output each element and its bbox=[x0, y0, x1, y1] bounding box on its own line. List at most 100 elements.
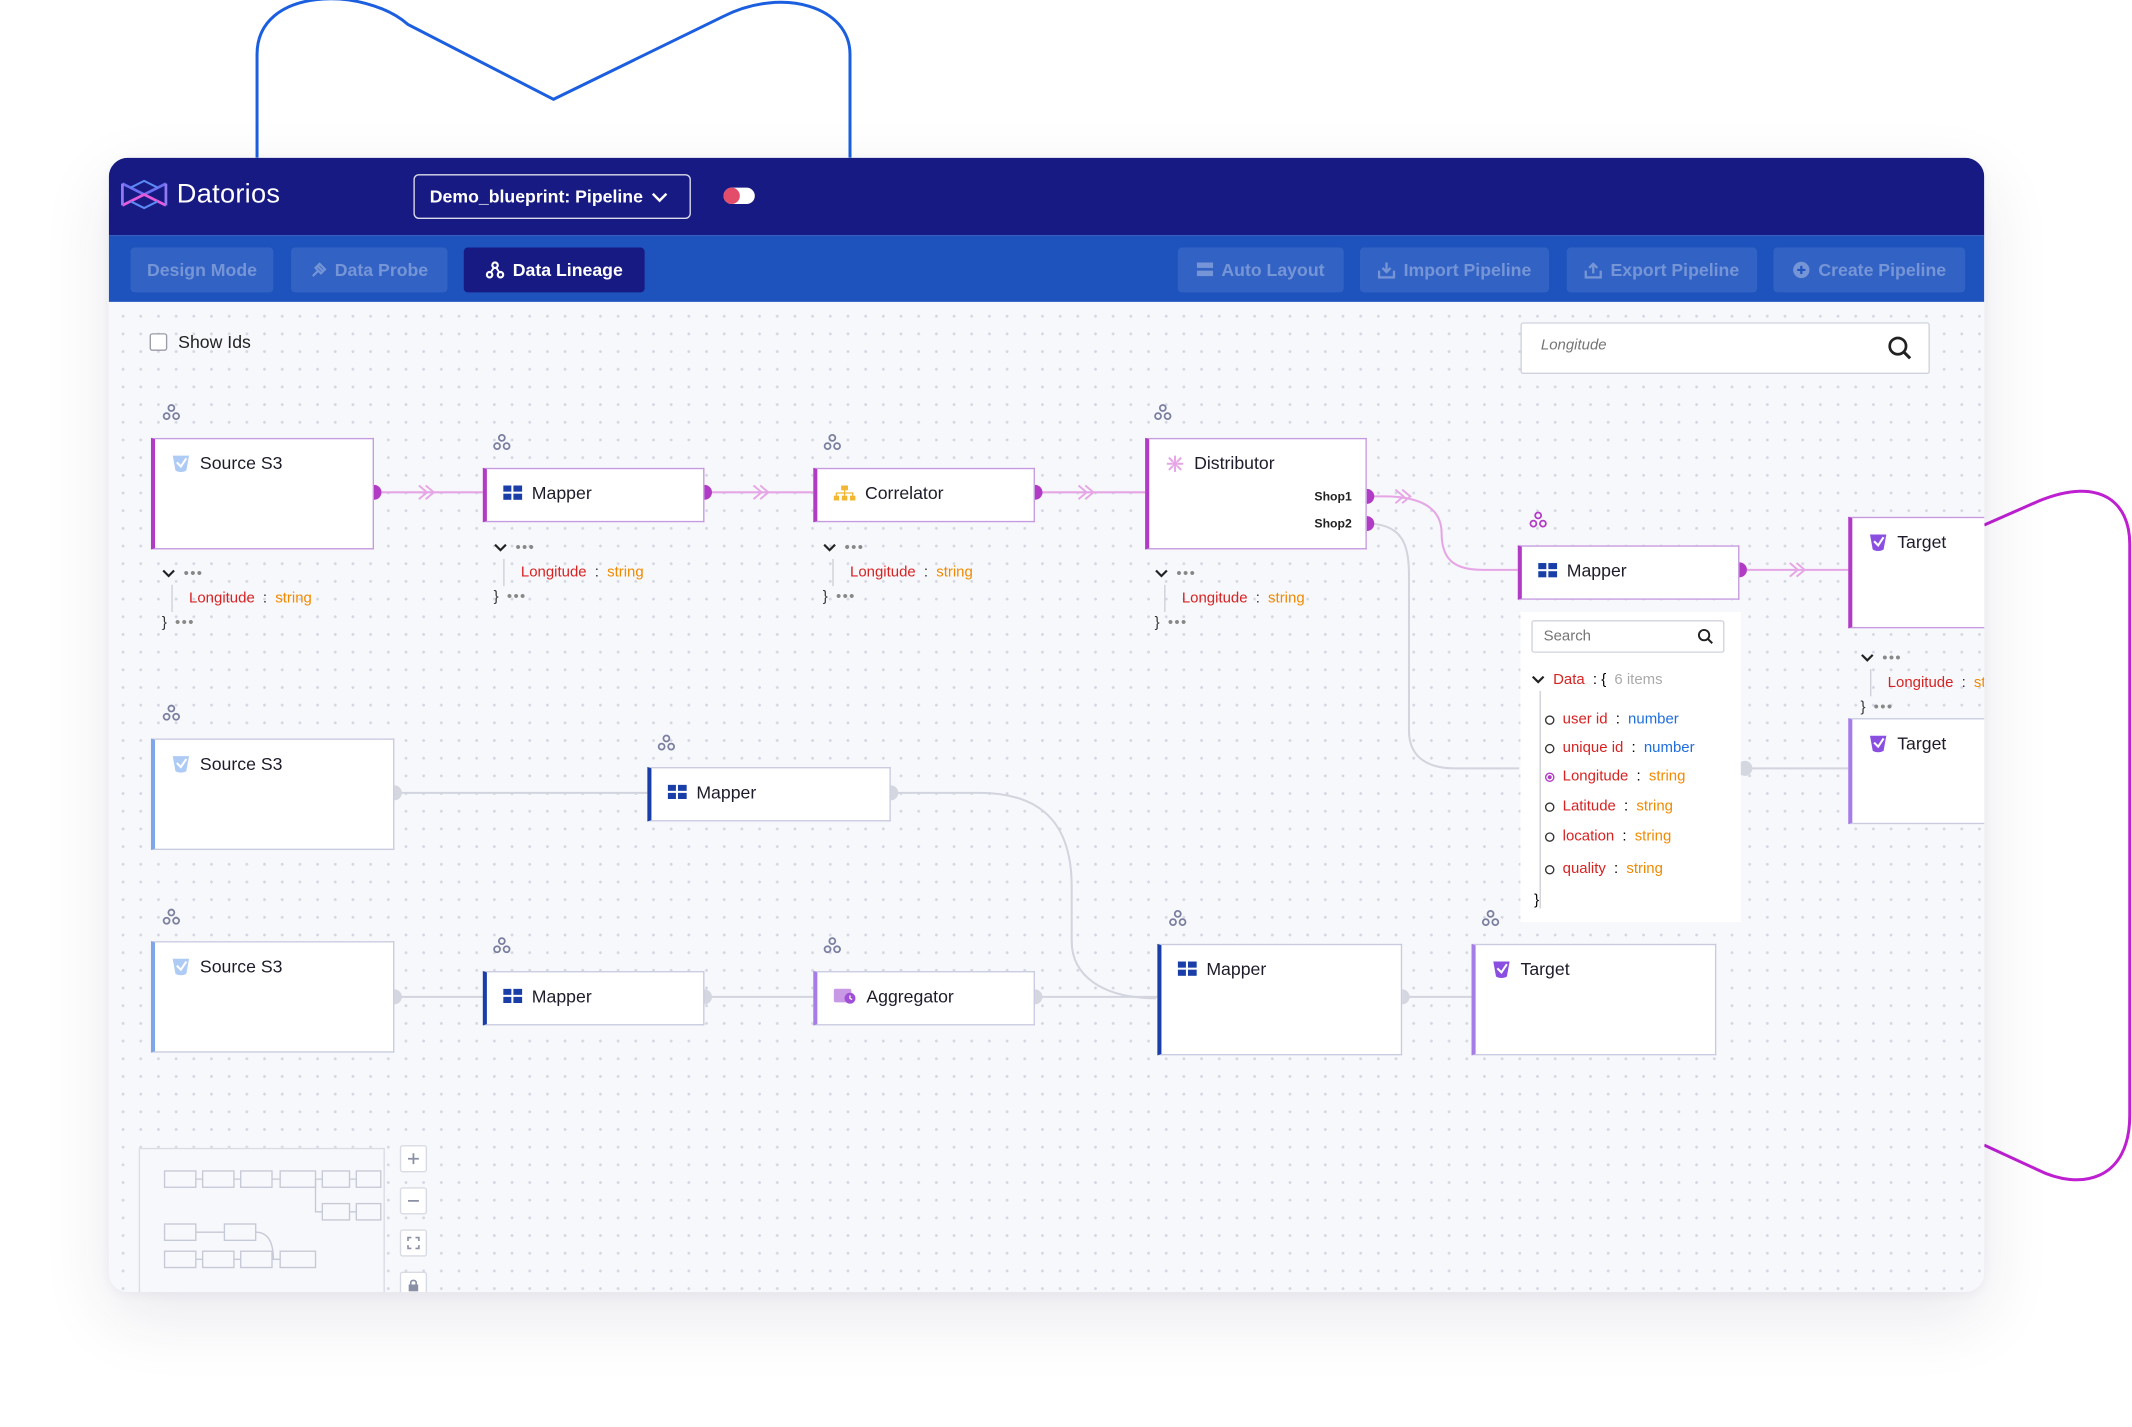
schema-sep: : bbox=[923, 564, 929, 581]
datorios-logo-icon bbox=[121, 179, 168, 210]
field-item[interactable]: quality:string bbox=[1544, 860, 1663, 878]
field-radio-selected[interactable] bbox=[1544, 771, 1555, 782]
chevron-down-icon[interactable] bbox=[494, 543, 508, 554]
target-bucket-icon bbox=[1870, 533, 1887, 551]
field-type: string bbox=[1648, 768, 1686, 785]
chevron-down-icon[interactable] bbox=[1531, 675, 1545, 686]
node-source-s3[interactable]: Source S3 bbox=[150, 738, 395, 850]
schema-collapsed-dots[interactable]: ••• bbox=[1176, 565, 1197, 583]
schema-sep: : bbox=[594, 564, 599, 581]
node-distributor[interactable]: Distributor Shop1 Shop2 bbox=[1145, 437, 1367, 550]
fit-view-icon bbox=[407, 1236, 420, 1250]
node-title: Source S3 bbox=[199, 753, 283, 774]
lineage-search-input[interactable] bbox=[1540, 337, 1854, 354]
tab-design-mode[interactable]: Design Mode bbox=[130, 247, 274, 293]
schema-collapsed-dots[interactable]: ••• bbox=[515, 539, 536, 557]
create-pipeline-button[interactable]: Create Pipeline bbox=[1773, 247, 1966, 293]
tab-data-probe[interactable]: Data Probe bbox=[291, 247, 448, 293]
node-title: Correlator bbox=[864, 482, 944, 504]
field-radio[interactable] bbox=[1544, 831, 1555, 842]
plus-icon bbox=[408, 1153, 419, 1165]
field-item[interactable]: unique id:number bbox=[1544, 739, 1695, 757]
active-links bbox=[374, 491, 1850, 571]
lineage-badges bbox=[162, 404, 1547, 954]
pipeline-canvas[interactable]: Show Ids bbox=[108, 301, 1985, 1292]
mode-toggle[interactable] bbox=[723, 187, 755, 204]
show-ids-toggle[interactable]: Show Ids bbox=[149, 332, 251, 352]
field-tree-root[interactable]: Data : { 6 items bbox=[1531, 672, 1663, 688]
target-bucket-icon bbox=[1870, 735, 1887, 752]
schema-collapsed-dots[interactable]: ••• bbox=[835, 588, 856, 606]
show-ids-checkbox[interactable] bbox=[149, 333, 168, 351]
schema-collapsed-dots[interactable]: ••• bbox=[1873, 699, 1894, 716]
node-mapper[interactable]: Mapper bbox=[482, 467, 705, 523]
node-mapper[interactable]: Mapper bbox=[482, 971, 705, 1026]
tab-data-lineage[interactable]: Data Lineage bbox=[463, 247, 645, 293]
mapper-icon bbox=[1538, 563, 1558, 578]
node-mapper-selected[interactable]: Mapper bbox=[1517, 545, 1740, 600]
field-type: string bbox=[1626, 860, 1663, 878]
import-pipeline-button[interactable]: Import Pipeline bbox=[1360, 247, 1550, 293]
schema-collapsed-dots[interactable]: ••• bbox=[175, 614, 195, 632]
chevron-down-icon[interactable] bbox=[1155, 568, 1169, 579]
field-search[interactable] bbox=[1531, 620, 1725, 653]
node-title: Mapper bbox=[531, 482, 592, 504]
node-source-s3[interactable]: Source S3 bbox=[150, 437, 374, 550]
node-target[interactable]: Target bbox=[1848, 516, 1985, 629]
schema-collapsed-dots[interactable]: ••• bbox=[1167, 614, 1188, 632]
node-title: Mapper bbox=[696, 782, 757, 803]
schema-field-type: string bbox=[275, 590, 312, 607]
lineage-search[interactable] bbox=[1520, 322, 1930, 374]
node-source-s3[interactable]: Source S3 bbox=[150, 941, 395, 1053]
schema-guide-line bbox=[171, 584, 173, 612]
search-icon[interactable] bbox=[1697, 628, 1713, 645]
schema-collapsed-dots[interactable]: ••• bbox=[844, 539, 865, 557]
minus-icon bbox=[408, 1199, 419, 1202]
node-target[interactable]: Target bbox=[1471, 943, 1717, 1056]
field-radio[interactable] bbox=[1544, 743, 1555, 753]
zoom-in-button[interactable] bbox=[399, 1145, 428, 1173]
node-target[interactable]: Target bbox=[1848, 718, 1985, 825]
schema-sep: : bbox=[262, 590, 268, 607]
field-type: number bbox=[1628, 711, 1679, 728]
schema-collapsed-dots[interactable]: ••• bbox=[1882, 650, 1903, 667]
datorios-logo: Datorios bbox=[120, 175, 281, 213]
mapper-icon bbox=[503, 485, 523, 500]
pipeline-select[interactable]: Demo_blueprint: Pipeline bbox=[413, 174, 691, 219]
field-item-selected[interactable]: Longitude:string bbox=[1544, 768, 1686, 785]
export-pipeline-button[interactable]: Export Pipeline bbox=[1566, 247, 1758, 293]
field-item[interactable]: location:string bbox=[1544, 828, 1671, 845]
node-mapper[interactable]: Mapper bbox=[1157, 943, 1403, 1056]
field-radio[interactable] bbox=[1544, 864, 1555, 874]
chevron-down-icon[interactable] bbox=[162, 568, 176, 579]
minimap[interactable] bbox=[138, 1147, 385, 1292]
field-lineage-panel: Data : { 6 items user id:number unique i… bbox=[1520, 612, 1741, 923]
chevron-down-icon[interactable] bbox=[823, 543, 837, 554]
node-aggregator[interactable]: Aggregator bbox=[813, 971, 1035, 1026]
node-title: Target bbox=[1897, 733, 1947, 754]
port-label-shop2: Shop2 bbox=[1314, 516, 1352, 531]
field-sep: : bbox=[1631, 739, 1636, 757]
auto-layout-button[interactable]: Auto Layout bbox=[1177, 247, 1344, 293]
plus-circle-icon bbox=[1793, 261, 1810, 279]
field-search-input[interactable] bbox=[1543, 628, 1694, 645]
field-radio[interactable] bbox=[1544, 801, 1555, 812]
zoom-out-button[interactable] bbox=[399, 1187, 428, 1215]
fit-view-button[interactable] bbox=[399, 1229, 428, 1257]
port-label-shop1: Shop1 bbox=[1314, 489, 1352, 504]
field-item[interactable]: user id:number bbox=[1544, 711, 1679, 728]
field-radio[interactable] bbox=[1544, 714, 1555, 725]
field-type: string bbox=[1636, 798, 1673, 815]
schema-collapsed-dots[interactable]: ••• bbox=[183, 565, 204, 583]
create-pipeline-label: Create Pipeline bbox=[1818, 259, 1947, 281]
field-sep: : bbox=[1636, 768, 1641, 785]
schema-collapsed-dots[interactable]: ••• bbox=[506, 588, 527, 606]
correlator-icon bbox=[833, 484, 856, 500]
node-correlator[interactable]: Correlator bbox=[813, 467, 1035, 523]
search-icon[interactable] bbox=[1888, 336, 1912, 360]
tab-design-mode-label: Design Mode bbox=[146, 259, 257, 281]
field-item[interactable]: Latitude:string bbox=[1544, 798, 1673, 815]
node-mapper[interactable]: Mapper bbox=[647, 767, 891, 822]
lock-button[interactable] bbox=[399, 1271, 428, 1292]
chevron-down-icon[interactable] bbox=[1860, 653, 1874, 664]
